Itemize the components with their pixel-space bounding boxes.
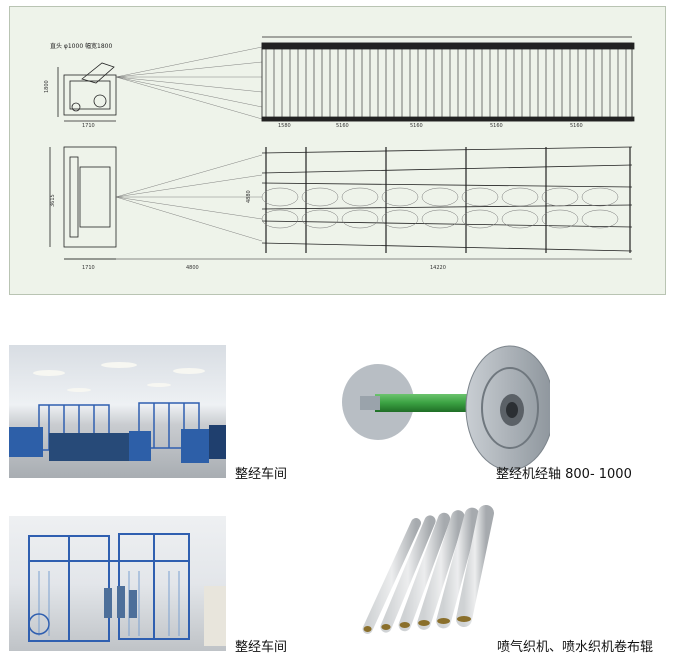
dim-top-height: 3615: [50, 194, 56, 207]
bobbin-arc: [381, 209, 419, 229]
dim-top-width: 1710: [82, 265, 95, 271]
roller-end: [437, 618, 450, 624]
rollers-illustration: [362, 505, 494, 634]
dim-creel-total: 14220: [430, 265, 446, 271]
bobbin-arc: [381, 187, 419, 207]
bobbin-arc: [421, 187, 459, 207]
photo-warping-workshop-1: [9, 345, 226, 478]
bobbin-arc: [421, 209, 459, 229]
roller: [436, 507, 480, 629]
roller: [417, 510, 465, 630]
bobbin-arc: [461, 209, 499, 229]
bobbin-arc: [581, 187, 619, 207]
warp-beam-illustration: [342, 345, 550, 471]
yarn-lines-top: [115, 154, 263, 242]
side-label: 直头 φ1000 幅宽1800: [50, 42, 112, 50]
bobbin-arc: [341, 187, 379, 207]
photo-caption-1: 整经车间: [235, 467, 288, 482]
photo-caption-3: 整经车间: [235, 640, 288, 655]
dim-section-1: 1580: [278, 123, 291, 129]
bobbin-arc: [261, 187, 299, 207]
yarn-lines-side: [115, 46, 263, 120]
roller: [456, 505, 494, 627]
dim-gap: 4800: [186, 265, 199, 271]
photo-warping-workshop-2: [9, 516, 226, 651]
roller: [362, 518, 421, 634]
roller-end: [381, 624, 391, 630]
bobbin-arc: [541, 187, 579, 207]
bobbin-arc: [581, 209, 619, 229]
bobbin-arc: [261, 209, 299, 229]
roller: [398, 512, 451, 632]
side-view: [57, 62, 117, 122]
warping-machine-drawing: 直头 φ1000 幅宽1800 1710 1800 1580 5160 5160…: [9, 6, 666, 295]
photo-caption-4: 喷气织机、喷水织机卷布辊: [497, 640, 654, 655]
photo-cloth-rollers: [356, 505, 528, 645]
workshop-illustration-2: [28, 533, 226, 646]
dim-section-4: 5160: [490, 123, 503, 129]
bobbin-arc: [541, 209, 579, 229]
dim-creel-height: 4880: [246, 190, 252, 203]
bobbin-arc: [501, 187, 539, 207]
roller-end: [399, 622, 410, 628]
top-view: [49, 146, 117, 260]
photo-warp-beam: [330, 338, 550, 478]
workshop-illustration-1: [9, 362, 226, 463]
creel-elevation: [261, 36, 635, 122]
roller: [380, 515, 436, 633]
bobbin-arc: [461, 187, 499, 207]
dim-side-height: 1800: [44, 80, 50, 93]
roller-end: [418, 620, 430, 626]
dim-section-5: 5160: [570, 123, 583, 129]
drawing-svg: 直头 φ1000 幅宽1800 1710 1800 1580 5160 5160…: [44, 36, 635, 271]
dim-section-2: 5160: [336, 123, 349, 129]
creel-plan: [261, 146, 633, 252]
roller-end: [363, 626, 372, 632]
dim-section-3: 5160: [410, 123, 423, 129]
bobbin-arc: [301, 187, 339, 207]
dim-side-width: 1710: [82, 123, 95, 129]
bobbin-arc: [501, 209, 539, 229]
bobbin-arc: [301, 209, 339, 229]
photo-caption-2: 整经机经轴 800- 1000: [496, 467, 632, 482]
bobbin-arc: [341, 209, 379, 229]
roller-end: [457, 616, 471, 622]
